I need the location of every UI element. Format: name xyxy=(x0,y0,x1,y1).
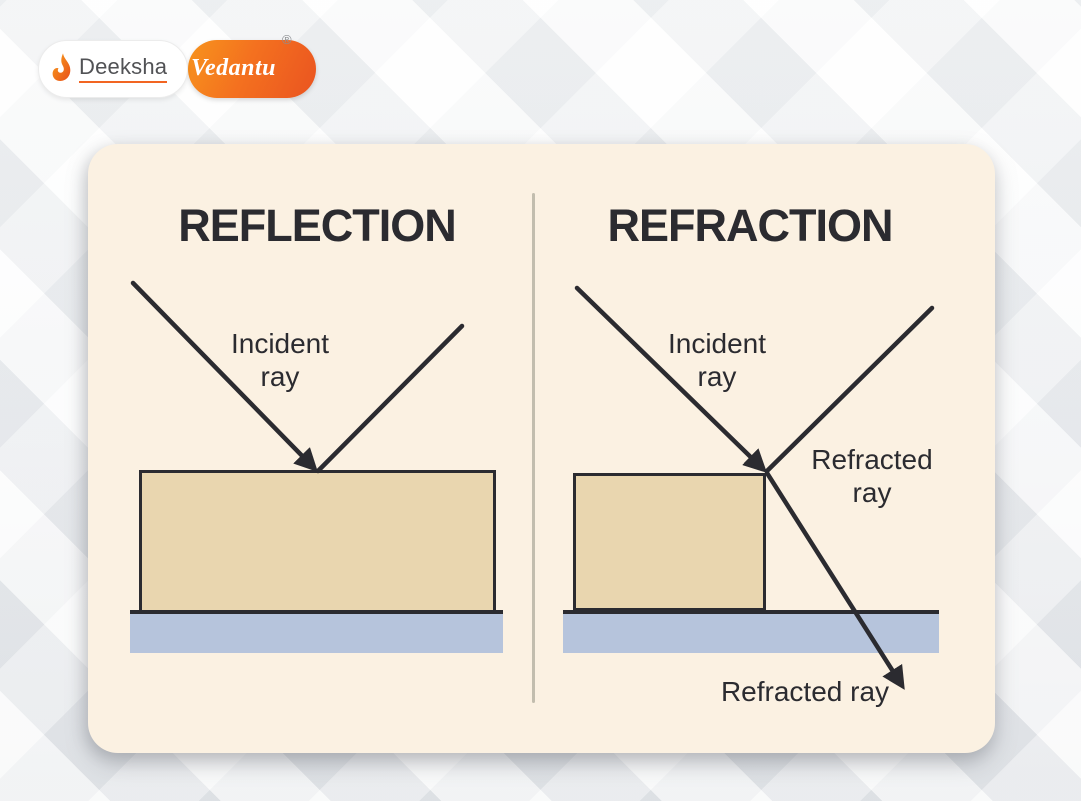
incident-label-line2: ray xyxy=(697,361,737,392)
flame-icon xyxy=(52,53,71,81)
reflection-title: REFLECTION xyxy=(178,200,456,251)
reflection-reflected-ray xyxy=(315,323,465,474)
panel-divider xyxy=(532,193,535,703)
logo-white-pill: Deeksha xyxy=(38,40,188,98)
refracted-ray-side-label: Refracted ray xyxy=(811,443,932,509)
reflection-incident-ray-label: Incident ray xyxy=(231,327,329,393)
incident-label-line1: Incident xyxy=(667,328,767,359)
logo-orange-pill xyxy=(188,40,316,98)
refraction-ground-line xyxy=(563,610,939,614)
registered-trademark-symbol: ® xyxy=(282,32,292,47)
reflection-surface-block xyxy=(139,470,496,613)
refracted-label-line2: ray xyxy=(852,477,892,508)
reflection-ground-strip xyxy=(130,614,503,653)
brand-deeksha-label: Deeksha xyxy=(79,55,168,83)
deeksha-vedantu-logo: Deeksha Vedantu ® xyxy=(38,32,316,98)
incident-label-line2: ray xyxy=(260,361,300,392)
refracted-ray-bottom-label: Refracted ray xyxy=(720,676,890,707)
diagram-card: REFLECTION Incident ray REFRACTION Incid… xyxy=(88,144,995,753)
refracted-label-line1: Refracted xyxy=(811,444,933,475)
brand-vedantu-label: Vedantu xyxy=(191,55,276,81)
refraction-title: REFRACTION xyxy=(607,200,894,251)
refraction-ground-strip xyxy=(563,614,939,653)
reflection-ground-line xyxy=(130,610,503,614)
refraction-incident-ray-label: Incident ray xyxy=(668,327,766,393)
incident-label-line1: Incident xyxy=(230,328,330,359)
refraction-medium-block xyxy=(573,473,766,611)
